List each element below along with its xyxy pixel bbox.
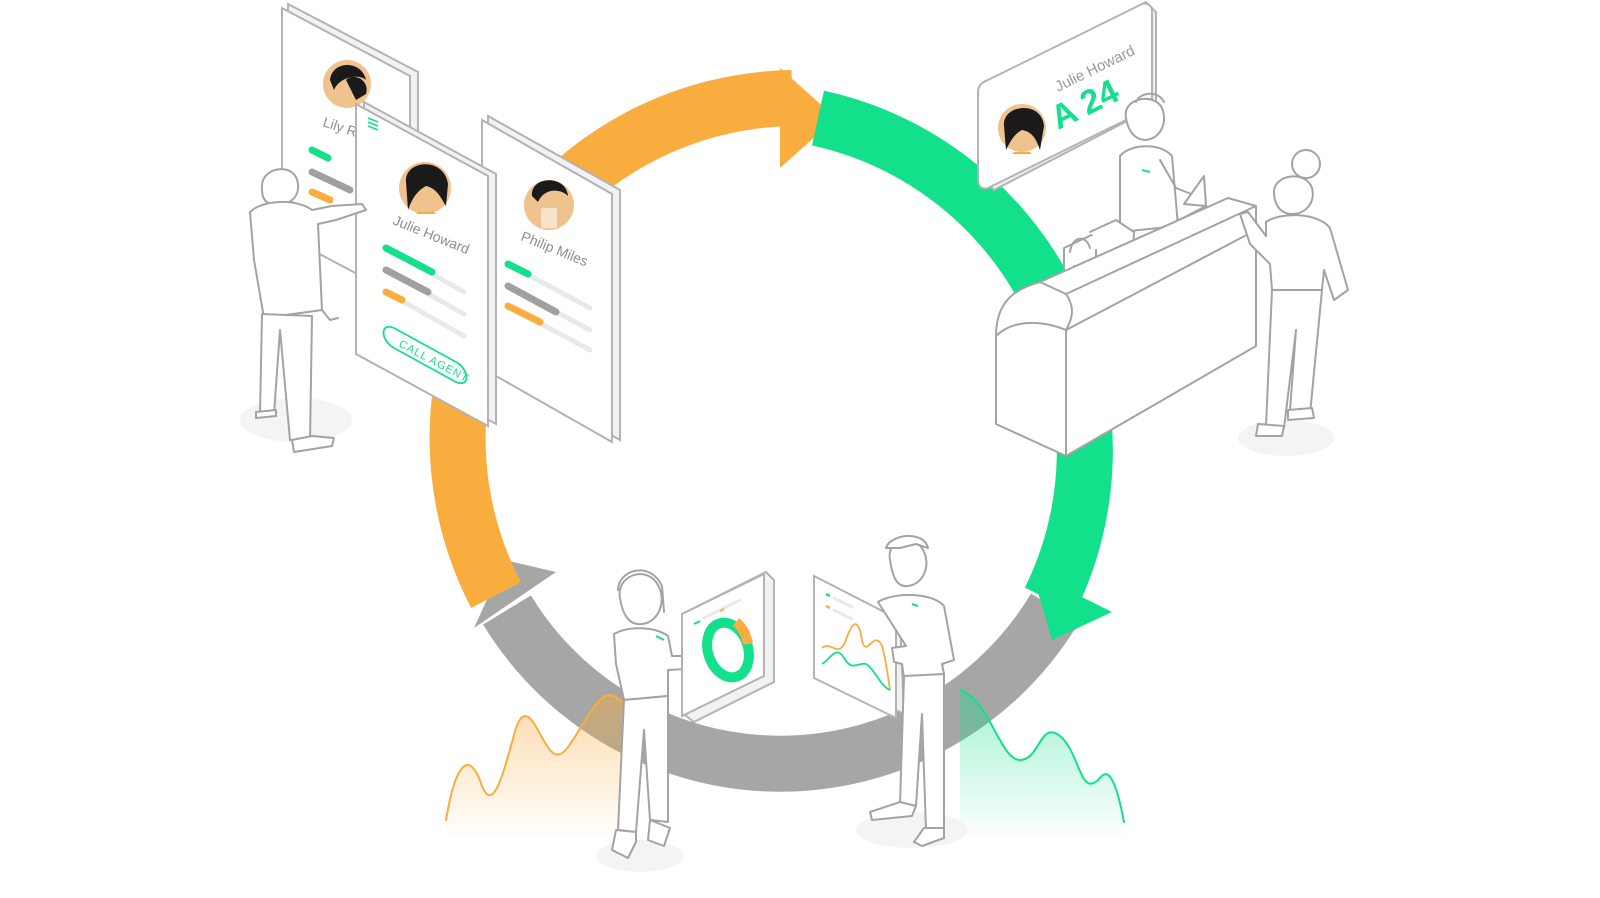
front-card-avatar bbox=[399, 162, 451, 214]
gray-arc bbox=[483, 593, 1080, 792]
line-chart-tablet bbox=[813, 574, 906, 720]
line-chart-icon bbox=[821, 623, 891, 691]
agent-cards-scene: Lily Rus Philip Miles bbox=[240, 2, 621, 453]
orange-wave bbox=[445, 694, 631, 821]
service-desk-scene: Julie Howard A 24 bbox=[977, 0, 1349, 457]
back-card-avatar bbox=[323, 60, 371, 108]
donut-chart-icon bbox=[702, 617, 754, 683]
gray-arrowhead bbox=[474, 560, 556, 628]
right-card-avatar bbox=[524, 180, 574, 230]
analytics-man bbox=[869, 534, 955, 847]
green-wave bbox=[959, 689, 1125, 823]
wave-decorations bbox=[445, 689, 1125, 840]
queue-display-board: Julie Howard A 24 bbox=[977, 0, 1157, 192]
display-avatar bbox=[998, 104, 1046, 154]
customer-woman bbox=[1238, 149, 1349, 456]
clerk-woman bbox=[1119, 92, 1197, 233]
right-agent-card: Philip Miles bbox=[481, 114, 621, 444]
service-counter bbox=[995, 197, 1257, 457]
menu-icon bbox=[367, 117, 379, 131]
green-wave-fill bbox=[960, 690, 1124, 840]
orange-wave-fill bbox=[446, 695, 640, 840]
analytics-woman bbox=[611, 569, 703, 859]
front-agent-card: Julie Howard CALL AGENT bbox=[355, 100, 497, 428]
orange-arrowhead bbox=[780, 68, 836, 168]
green-arrowhead bbox=[1032, 572, 1112, 640]
man-pointing bbox=[240, 168, 367, 453]
donut-chart-tablet bbox=[681, 570, 775, 724]
analytics-man-scene bbox=[813, 534, 968, 848]
analytics-woman-scene bbox=[596, 569, 775, 872]
